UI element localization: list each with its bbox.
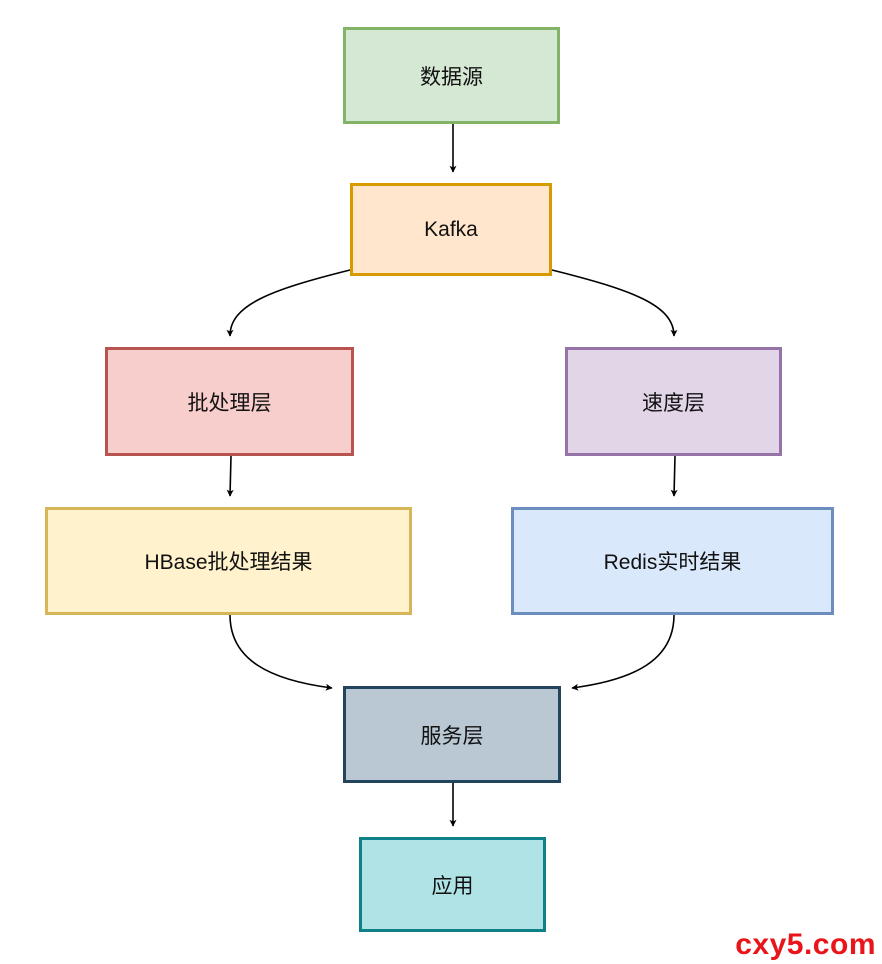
edge-batch-to-hbase: [226, 455, 234, 497]
edge-speed-to-redis: [670, 455, 678, 497]
edge-kafka-to-batch: [226, 269, 351, 337]
node-serving-layer: 服务层: [343, 686, 561, 783]
edge-hbase-to-serving: [229, 614, 333, 691]
node-redis-results: Redis实时结果: [511, 507, 834, 615]
node-application: 应用: [359, 837, 546, 932]
node-label: 数据源: [420, 65, 483, 89]
edge-redis-to-serving: [571, 614, 675, 691]
node-batch-layer: 批处理层: [105, 347, 354, 456]
node-label: Redis实时结果: [603, 551, 742, 574]
edge-kafka-to-speed: [551, 269, 678, 337]
node-speed-layer: 速度层: [565, 347, 782, 456]
node-hbase-results: HBase批处理结果: [45, 507, 412, 615]
node-kafka: Kafka: [350, 183, 552, 276]
node-label: Kafka: [424, 217, 478, 241]
node-data-source: 数据源: [343, 27, 560, 124]
node-label: 应用: [431, 874, 474, 898]
watermark: cxy5.com: [735, 928, 876, 961]
node-label: 速度层: [642, 391, 705, 415]
node-label: 服务层: [420, 724, 484, 748]
node-label: 批处理层: [187, 391, 272, 415]
node-label: HBase批处理结果: [144, 551, 313, 574]
